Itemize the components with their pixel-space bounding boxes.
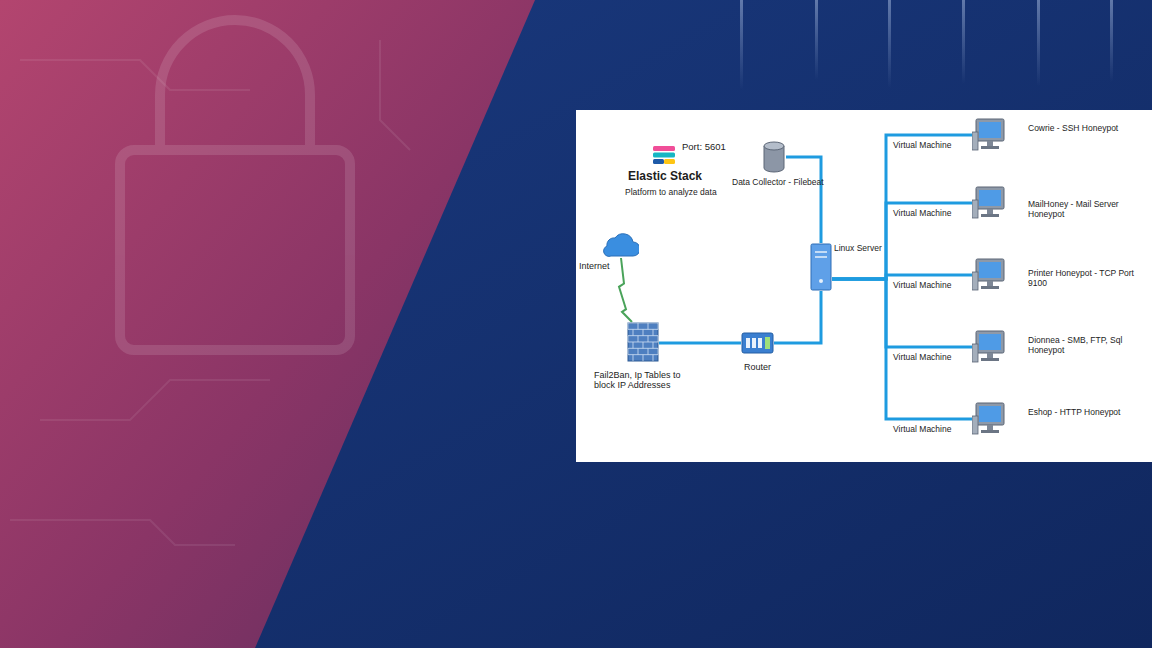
- node-label: Data Collector - Filebeat: [732, 178, 824, 188]
- edge-label: Virtual Machine: [892, 209, 952, 218]
- network-line: [774, 291, 821, 343]
- icon-node: Internet: [603, 230, 639, 258]
- firewall-icon: [627, 322, 659, 362]
- node-label: Fail2Ban, Ip Tables to block IP Addresse…: [594, 370, 702, 391]
- icon-node: Router: [741, 330, 774, 356]
- node-label: Port: 5601: [682, 142, 726, 153]
- server-tower: [810, 243, 832, 291]
- elastic-logo: [652, 145, 676, 165]
- computer-icon: [972, 258, 1006, 292]
- node-label: Elastic Stack: [628, 170, 702, 184]
- database-cylinder: [762, 140, 786, 174]
- padlock-watermark: [120, 20, 350, 350]
- icon-node: Fail2Ban, Ip Tables to block IP Addresse…: [627, 322, 659, 362]
- pink-band: [0, 0, 535, 648]
- node-label: Printer Honeypot - TCP Port 9100: [1028, 269, 1146, 289]
- edge-label: Virtual Machine: [892, 353, 952, 362]
- top-light-lines: [740, 0, 1113, 90]
- node-label: Router: [744, 362, 771, 372]
- network-line: [786, 157, 821, 243]
- icon-node: Data Collector - Filebeat: [762, 140, 786, 174]
- computer-icon: [972, 118, 1006, 152]
- node-label: Internet: [579, 261, 610, 271]
- icon-node: Printer Honeypot - TCP Port 9100: [972, 258, 1006, 292]
- router-icon: [741, 330, 774, 356]
- node-label: MailHoney - Mail Server Honeypot: [1028, 200, 1146, 220]
- network-line: [832, 279, 972, 347]
- icon-node: Linux Server: [810, 243, 832, 291]
- node-label: Eshop - HTTP Honeypot: [1028, 408, 1146, 418]
- node-label: Cowrie - SSH Honeypot: [1028, 124, 1146, 134]
- edge-label: Virtual Machine: [892, 425, 952, 434]
- network-line: [659, 342, 741, 345]
- computer-icon: [972, 186, 1006, 220]
- icon-node: Dionnea - SMB, FTP, Sql Honeypot: [972, 330, 1006, 364]
- node-label: Platform to analyze data: [625, 188, 717, 198]
- icon-node: Cowrie - SSH Honeypot: [972, 118, 1006, 152]
- cloud-icon: [603, 230, 639, 258]
- icon-node: Eshop - HTTP Honeypot: [972, 402, 1006, 436]
- network-line: [832, 203, 972, 279]
- icon-node: Port: 5601Elastic StackPlatform to analy…: [652, 145, 676, 165]
- lightning-link: [619, 258, 632, 322]
- network-line: [832, 279, 972, 419]
- edge-label: Virtual Machine: [892, 281, 952, 290]
- diagram-panel: [576, 110, 1152, 462]
- computer-icon: [972, 402, 1006, 436]
- edge-label: Virtual Machine: [892, 141, 952, 150]
- icon-node: MailHoney - Mail Server Honeypot: [972, 186, 1006, 220]
- computer-icon: [972, 330, 1006, 364]
- node-label: Linux Server: [834, 244, 882, 254]
- network-line: [832, 135, 972, 279]
- circuit-traces: [10, 40, 410, 545]
- node-label: Dionnea - SMB, FTP, Sql Honeypot: [1028, 336, 1146, 356]
